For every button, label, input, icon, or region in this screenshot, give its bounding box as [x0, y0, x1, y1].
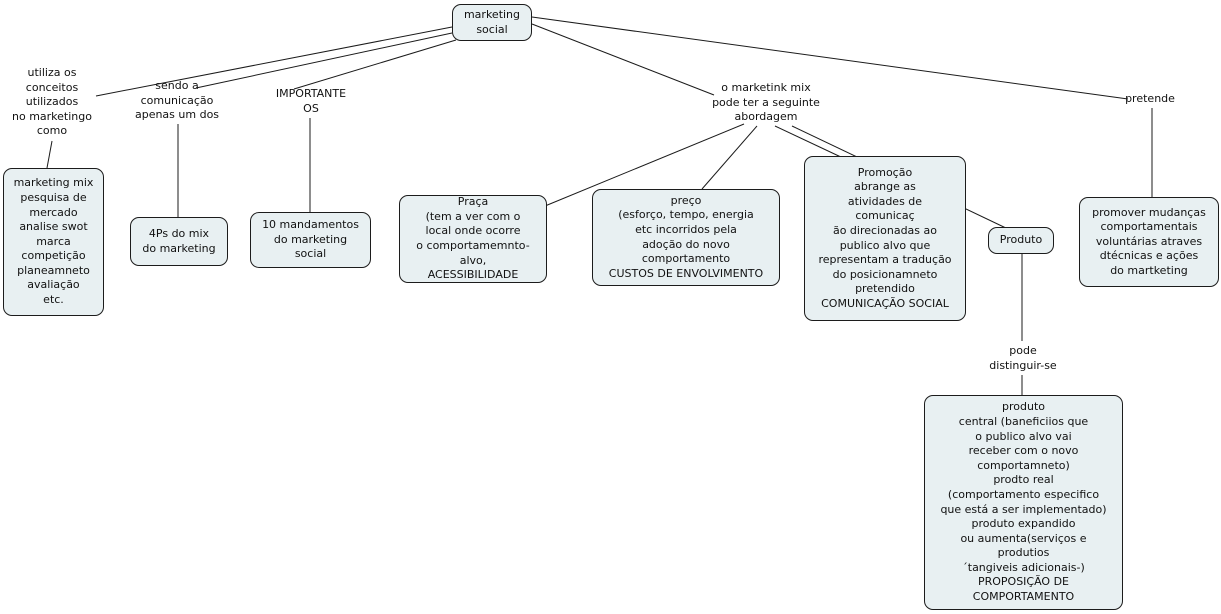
edge-root-utiliza [95, 26, 453, 97]
edge-root-marketink [531, 23, 715, 96]
edge-marketink-praca [544, 123, 745, 207]
node-preco[interactable]: preço (esforço, tempo, energia etc incor… [592, 189, 780, 286]
link-label-marketink-mix[interactable]: o marketink mix pode ter a seguinte abor… [712, 81, 820, 124]
link-label-utiliza-os[interactable]: utiliza os conceitos utilizados no marke… [12, 66, 92, 138]
edge-root-pretende [531, 16, 1129, 100]
node-promocao[interactable]: Promoção abrange as atividades de comuni… [804, 156, 966, 321]
edge-root-importante [293, 39, 457, 90]
node-promover-mudancas[interactable]: promover mudanças comportamentais volunt… [1079, 197, 1219, 287]
edge-utiliza-marketingmix [46, 140, 53, 169]
node-praca[interactable]: Praça (tem a ver com o local onde ocorre… [399, 195, 547, 283]
node-marketing-mix[interactable]: marketing mix pesquisa de mercado analis… [3, 168, 104, 316]
edge-marketink-preco [701, 125, 758, 190]
node-produto-central[interactable]: produto central (baneficiios que o publi… [924, 395, 1123, 610]
node-produto[interactable]: Produto [988, 227, 1054, 254]
link-label-importante-os[interactable]: IMPORTANTE OS [275, 87, 347, 115]
edge-root-sendo [195, 32, 453, 89]
edge-marketink-promocao [774, 125, 844, 159]
link-label-pretende[interactable]: pretende [1125, 92, 1175, 105]
node-marketing-social[interactable]: marketing social [452, 4, 532, 41]
node-10-mandamentos[interactable]: 10 mandamentos do marketing social [250, 212, 371, 268]
node-4ps-do-mix[interactable]: 4Ps do mix do marketing [130, 217, 228, 266]
link-label-pode-distinguir[interactable]: pode distinguir-se [989, 344, 1057, 372]
link-label-sendo-a[interactable]: sendo a comunicação apenas um dos [134, 79, 220, 122]
